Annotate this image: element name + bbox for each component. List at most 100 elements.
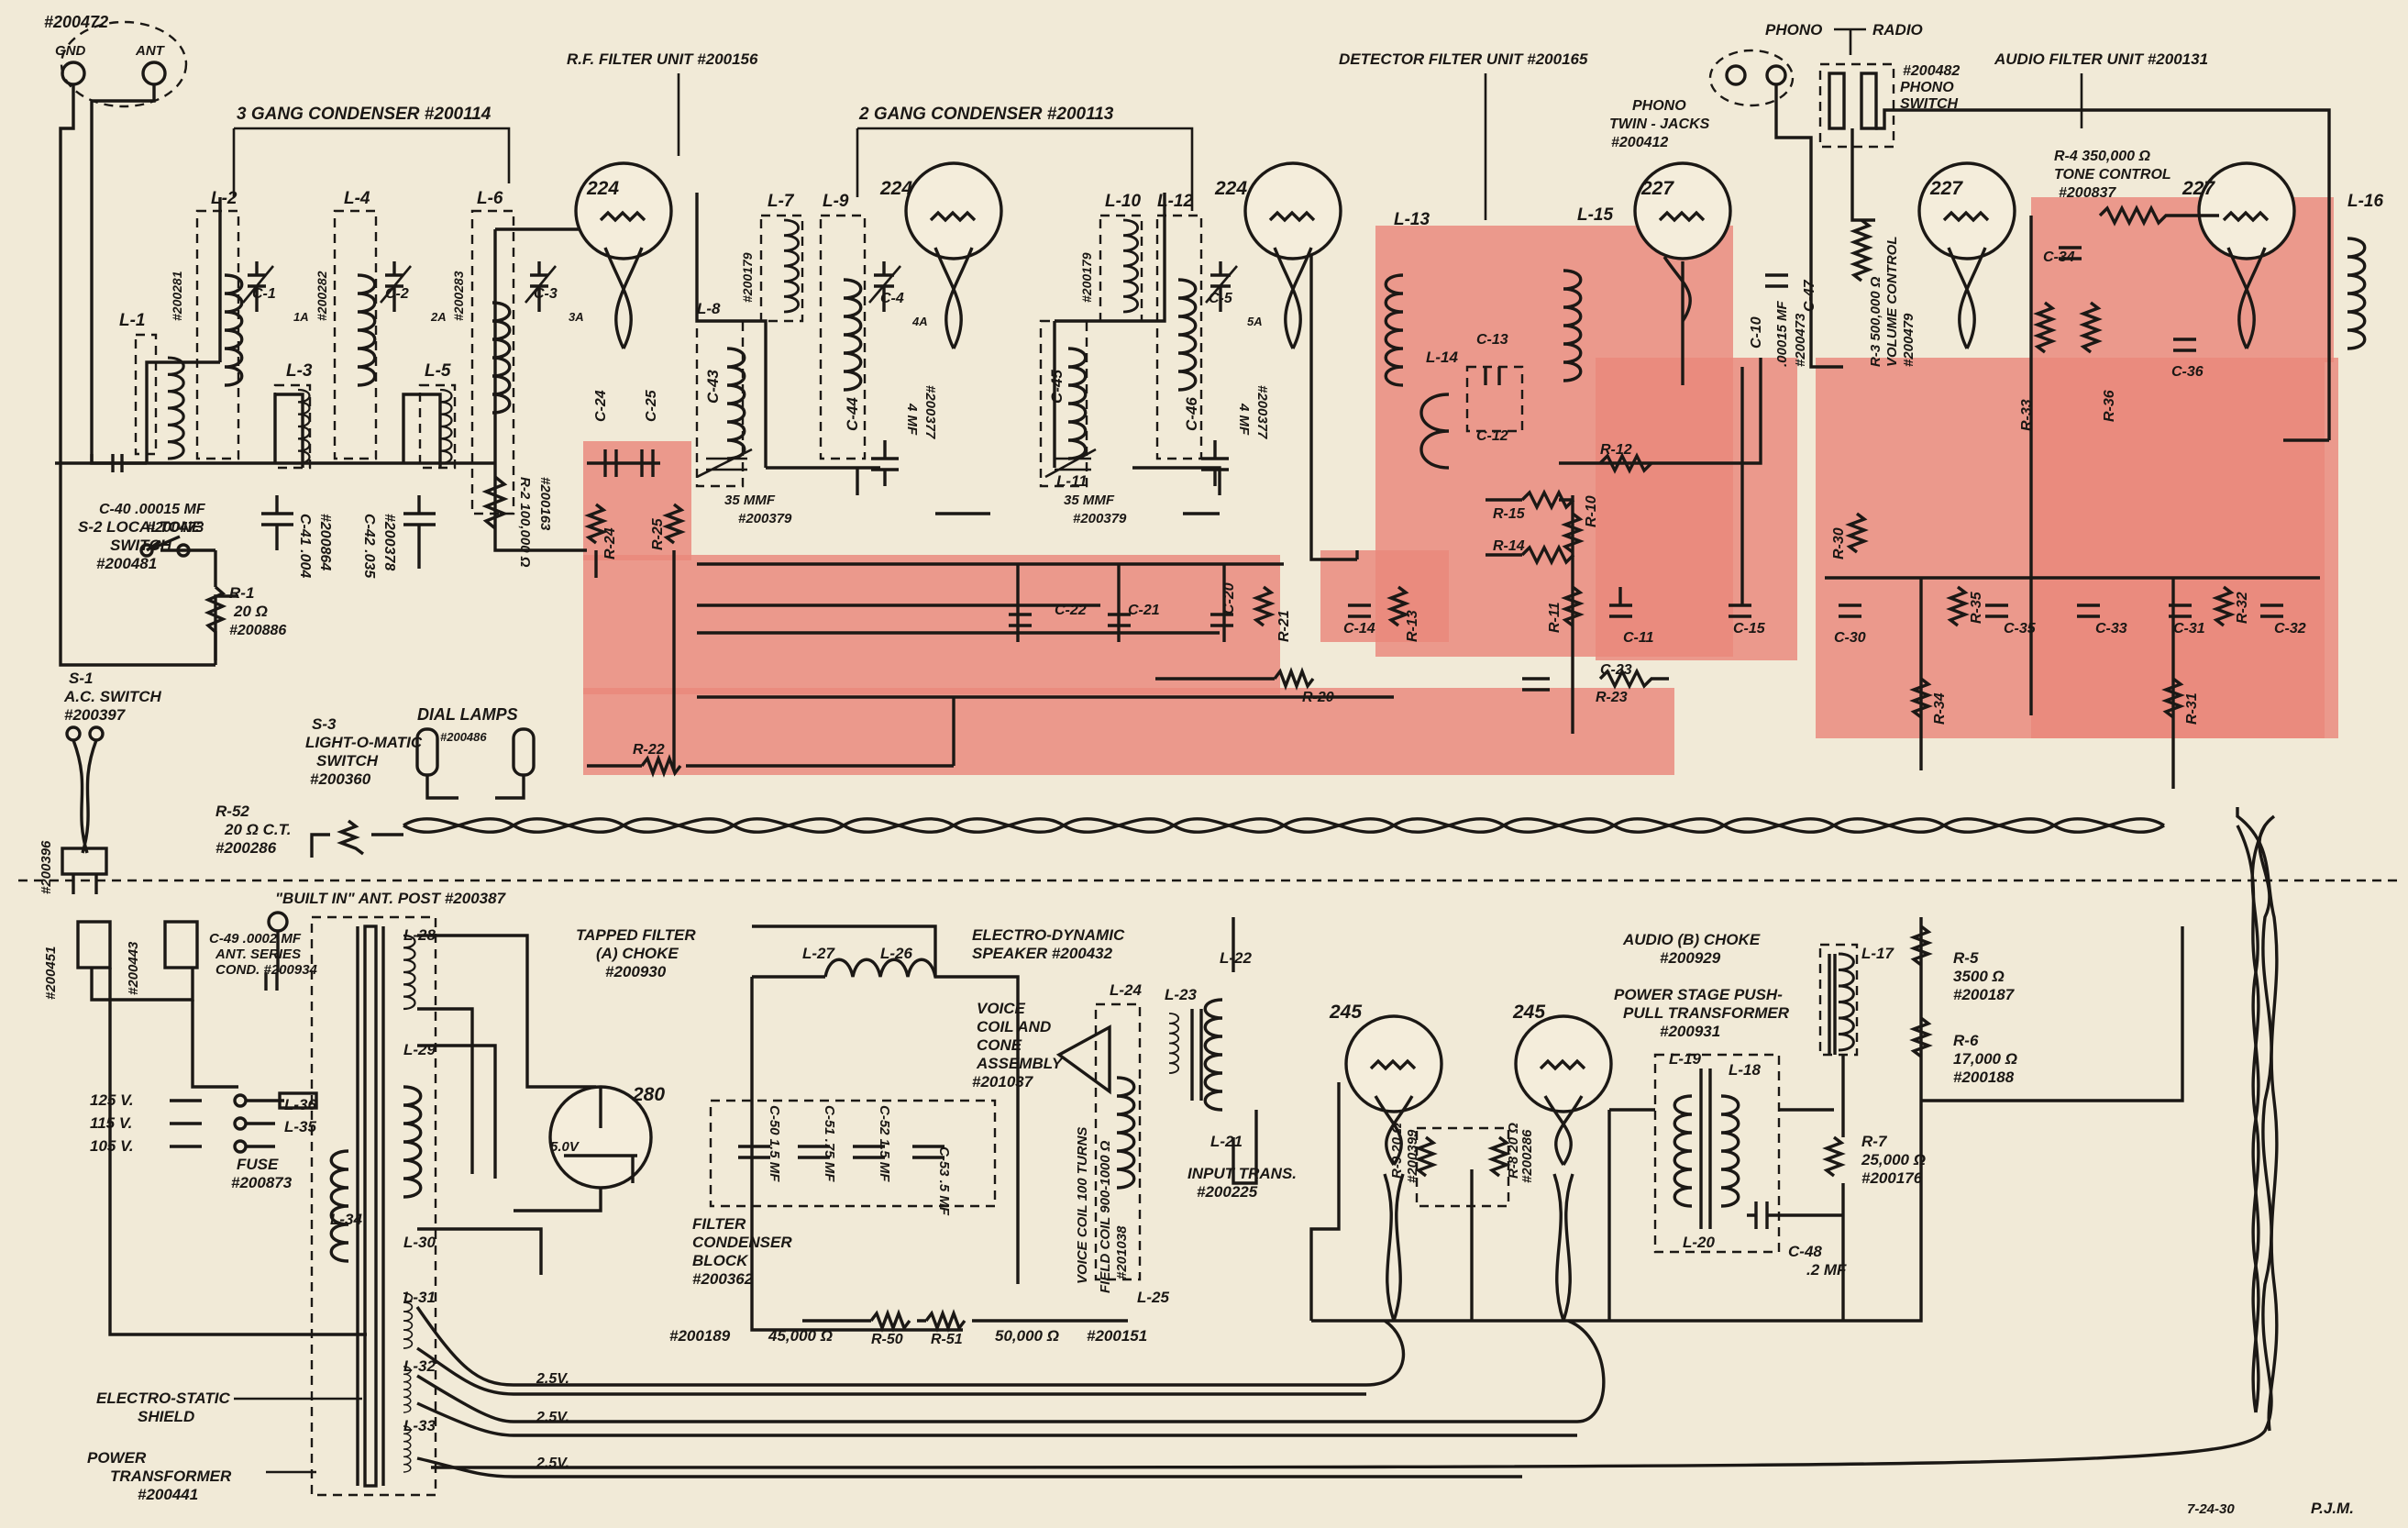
stage1-coils: L-1 L-2 #200281 L-3 L-4 #200282 L-5 L-6 … <box>119 189 515 515</box>
r1-part-label: #200886 <box>229 623 286 638</box>
l35-label: L-35 <box>284 1118 317 1135</box>
c15-label: C-15 <box>1733 621 1766 637</box>
plug-part-label: #200396 <box>39 840 54 894</box>
phono-jacks-part-label: #200412 <box>1611 135 1668 150</box>
v25a-label: 2.5V. <box>536 1371 569 1387</box>
r7-part-label: #200176 <box>1861 1169 1923 1187</box>
s3-part-label: #200360 <box>310 770 371 788</box>
r5-part-label: #200187 <box>1953 986 2016 1003</box>
r8-label: R-8 20 Ω <box>1506 1123 1521 1179</box>
dial-lamps-label: DIAL LAMPS <box>417 705 518 724</box>
l10-part-label: #200179 <box>1079 252 1094 303</box>
l22-label: L-22 <box>1220 949 1253 967</box>
r6-part-label: #200188 <box>1953 1068 2015 1086</box>
c10-part-label: #200473 <box>1793 313 1808 367</box>
s2-label: S-2 LOCALTONE <box>78 518 203 536</box>
v25b-label: 2.5V. <box>536 1410 569 1425</box>
tube5-label: 227 <box>1929 178 1963 199</box>
s3-sub-label: LIGHT-O-MATIC <box>305 734 423 751</box>
gang3-title: 3 GANG CONDENSER #200114 <box>237 105 492 124</box>
c2a-label: 2A <box>430 310 447 324</box>
filter-block-block-label: BLOCK <box>692 1252 749 1269</box>
right-twisted-pair <box>2236 825 2267 1413</box>
fuse-label: FUSE <box>237 1156 279 1173</box>
push-pull-section: POWER STAGE PUSH- PULL TRANSFORMER #2009… <box>1311 917 2184 1323</box>
c13-label: C-13 <box>1476 332 1508 348</box>
c14-label: C-14 <box>1343 621 1375 637</box>
r3-sub-label: VOLUME CONTROL <box>1884 237 1900 368</box>
power-trans-label: POWER <box>87 1449 147 1467</box>
r52-label: R-52 <box>215 803 249 820</box>
voice-assembly-label: ASSEMBLY <box>976 1055 1064 1072</box>
l31-label: L-31 <box>403 1289 436 1306</box>
l5-label: L-5 <box>425 361 451 381</box>
filter-block-sub-label: CONDENSER <box>692 1234 792 1251</box>
audio-filter-parts: L-16 R-4 350,000 Ω TONE CONTROL #200837 … <box>1825 149 2384 789</box>
l17-label: L-17 <box>1861 945 1895 962</box>
fuse-part-label: #200873 <box>231 1174 293 1191</box>
tube-227-1: 227 <box>1633 161 1732 322</box>
c4a-label: 4A <box>911 315 928 328</box>
c40-label: C-40 .00015 MF <box>99 502 206 517</box>
l27-label: L-27 <box>802 945 836 962</box>
r13-label: R-13 <box>1405 610 1420 642</box>
s1-label: S-1 <box>69 670 93 687</box>
c45-label: C-45 <box>1048 370 1066 404</box>
r7-value: 25,000 Ω <box>1861 1151 1926 1168</box>
l14-label: L-14 <box>1426 349 1459 366</box>
push-pull-sub-label: PULL TRANSFORMER <box>1623 1004 1790 1022</box>
r36-label: R-36 <box>2102 390 2117 422</box>
l10-label: L-10 <box>1105 192 1142 211</box>
c44-part-label: #200377 <box>922 385 938 439</box>
c51-label: C-51 .75 MF <box>822 1105 837 1182</box>
l7-part-label: #200179 <box>740 252 755 303</box>
l12-label: L-12 <box>1157 192 1194 211</box>
r2-label: R-2 100,000 Ω <box>517 477 533 568</box>
tapped-choke-sub-label: (A) CHOKE <box>596 945 679 962</box>
l6-part-label: #200283 <box>451 271 466 321</box>
c11-label: C-11 <box>1623 630 1654 646</box>
c30-label: C-30 <box>1834 630 1866 646</box>
twin-jacks-label: TWIN - JACKS <box>1609 116 1710 132</box>
gang3-condensers: C-1 1A C-2 2A C-3 3A <box>241 261 584 324</box>
tube-227-2: 227 <box>1917 161 2016 349</box>
r23-label: R-23 <box>1596 690 1628 705</box>
c44-value: 4 MF <box>904 403 920 436</box>
r35-label: R-35 <box>1969 591 1984 624</box>
power-transformer: L-28 L-29 L-30 L-31 L-32 L-33 ELECTRO-ST… <box>87 915 437 1503</box>
c49-cond-label: COND. #200934 <box>215 962 318 978</box>
dial-lamps-part-label: #200486 <box>440 730 487 744</box>
c2-label: C-2 <box>385 286 409 302</box>
ant-post-label: "BUILT IN" ANT. POST #200387 <box>275 890 507 907</box>
c42-part-label: #200378 <box>381 514 397 570</box>
heater-twisted-pair <box>403 807 2279 1469</box>
s1-sub-label: A.C. SWITCH <box>63 688 161 705</box>
l19-label: L-19 <box>1669 1050 1702 1068</box>
r14-label: R-14 <box>1493 538 1525 554</box>
r11-label: R-11 <box>1547 602 1563 633</box>
r3-label: R-3 500,000 Ω <box>1868 276 1883 367</box>
r9-label: R-9 20 Ω <box>1389 1123 1405 1179</box>
field-part-label: #201038 <box>1114 1225 1130 1279</box>
c46-value: 4 MF <box>1236 403 1252 436</box>
l26-label: L-26 <box>880 945 913 962</box>
r52-value: 20 Ω C.T. <box>224 821 291 838</box>
p451-label: #200451 <box>43 947 59 1000</box>
r2-part-label: #200163 <box>537 477 553 531</box>
detector-parts: L-13 L-15 L-14 C-13 C-12 R-12 R-15 R-14 … <box>1343 205 1788 734</box>
phono-switch-name2: SWITCH <box>1900 96 1959 112</box>
bias-resistors: R-9 20 Ω #200399 R-8 20 Ω #200286 <box>1389 1123 1535 1321</box>
l4-part-label: #200282 <box>315 271 329 321</box>
r5-value: 3500 Ω <box>1953 968 2005 985</box>
c21-label: C-21 <box>1128 603 1160 618</box>
c32-label: C-32 <box>2274 621 2306 637</box>
c42-label: C-42 .035 <box>361 514 377 579</box>
tapped-choke-label: TAPPED FILTER <box>576 926 696 944</box>
voice-coil-label: VOICE COIL 100 TURNS <box>1075 1127 1090 1284</box>
stage1-lower-parts: C-40 .00015 MF #200473 C-41 .004 #200864… <box>78 454 553 660</box>
r8-part-label: #200286 <box>1519 1129 1535 1183</box>
c31-label: C-31 <box>2173 621 2205 637</box>
c52-label: C-52 1.5 MF <box>877 1105 892 1182</box>
unit-titles: R.F. FILTER UNIT #200156 DETECTOR FILTER… <box>232 50 2208 220</box>
